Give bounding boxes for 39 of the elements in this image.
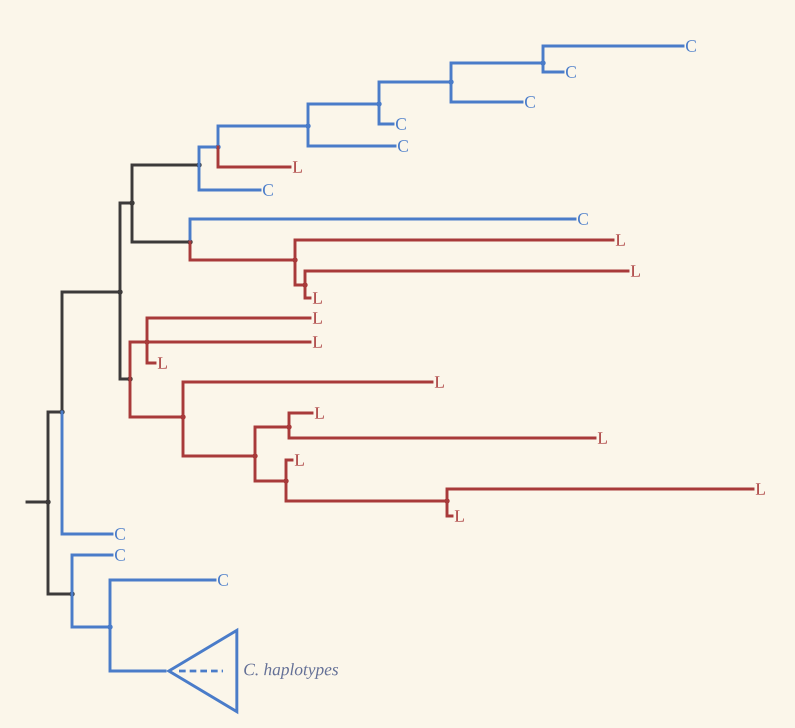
leaf-label: C <box>262 184 273 196</box>
leaf-label: L <box>312 336 322 348</box>
leaf-label: L <box>454 510 464 522</box>
tree-branch <box>130 202 192 244</box>
leaf-label: C <box>396 118 406 130</box>
tree-branch <box>542 44 684 64</box>
tree-branch <box>188 218 576 244</box>
leaf-label: L <box>314 407 324 419</box>
tree-branch <box>130 164 200 204</box>
leaf-label: C <box>218 574 228 586</box>
tree-branch <box>198 164 262 192</box>
tree-branch <box>70 554 114 596</box>
clade-label: C. haplotypes <box>244 663 338 679</box>
leaf-label: L <box>630 265 640 277</box>
tree-branch <box>216 146 292 168</box>
leaf-label: L <box>292 161 302 173</box>
leaf-label: L <box>434 376 444 388</box>
tree-branch <box>60 290 122 414</box>
leaf-label: C <box>398 140 408 152</box>
leaf-label: L <box>598 432 607 444</box>
tree-branch <box>60 410 114 536</box>
leaf-label: C <box>578 213 588 225</box>
tree-branch <box>146 316 312 344</box>
tree-branch <box>146 340 312 344</box>
leaf-label: L <box>756 483 765 495</box>
tree-branch <box>46 500 74 596</box>
leaf-label: C <box>686 40 696 52</box>
leaf-label: C <box>114 528 125 540</box>
leaf-label: C <box>566 66 576 78</box>
tree-branch <box>108 578 216 628</box>
leaf-label: L <box>312 292 322 304</box>
tree-branch <box>284 480 448 502</box>
leaf-label: L <box>294 454 304 466</box>
leaf-label: C <box>524 96 535 108</box>
tree-branch <box>118 290 132 380</box>
leaf-label: L <box>616 234 625 246</box>
leaf-label: L <box>312 312 322 324</box>
leaf-label: L <box>158 357 167 369</box>
leaf-label: C <box>114 549 125 561</box>
